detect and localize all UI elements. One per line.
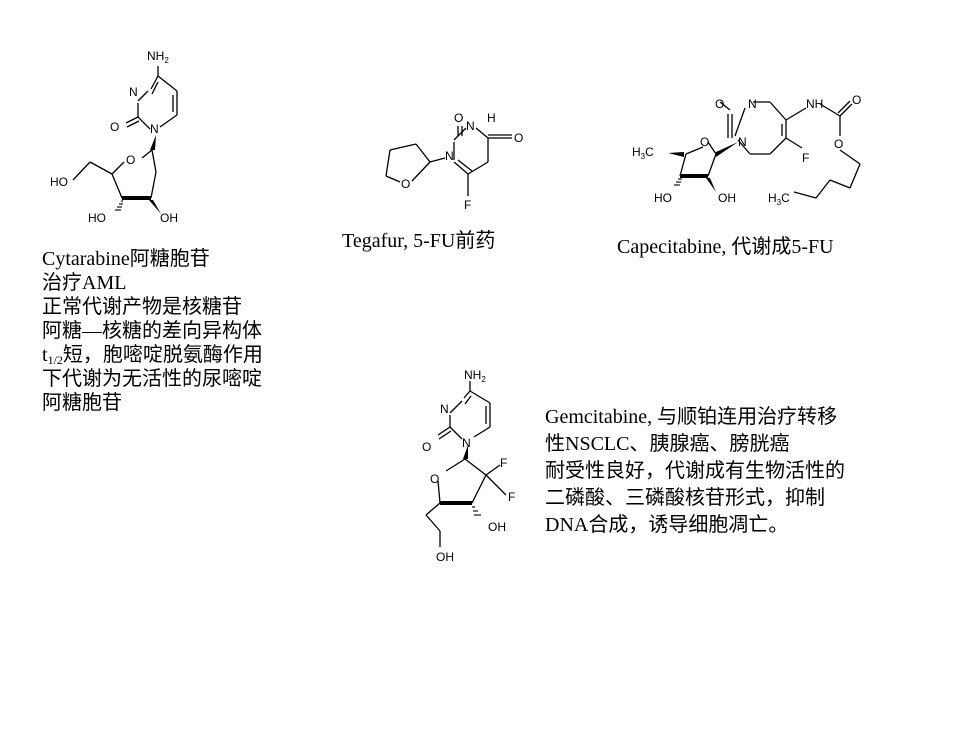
- gemcitabine-f2-label: F: [508, 490, 515, 504]
- cytarabine-caption-line-4: 阿糖—核糖的差向异构体: [42, 320, 262, 342]
- cytarabine-n1-label: N: [150, 122, 159, 136]
- gemcitabine-caption-line-4: 二磷酸、三磷酸核苷形式，抑制: [545, 487, 825, 509]
- cytarabine-caption-line-5: t1/2短，胞嘧啶脱氨酶作用: [42, 344, 263, 367]
- gemcitabine-caption-line-3: 耐受性良好，代谢成有生物活性的: [545, 460, 845, 482]
- capecitabine-ester-o-label: O: [834, 137, 843, 151]
- gemcitabine-drawing: NH2 N O N O F F OH OH: [422, 368, 515, 564]
- capecitabine-caption: Capecitabine, 代谢成5-FU: [617, 236, 834, 258]
- gemcitabine-n1-label: N: [462, 436, 471, 450]
- gemcitabine-nh2-label: NH2: [464, 368, 486, 384]
- gemcitabine-n3-label: N: [440, 402, 449, 416]
- gemcitabine-caption-line-5: DNA合成，诱导细胞凋亡。: [545, 514, 789, 536]
- capecitabine-nh-label: NH: [806, 97, 823, 111]
- capecitabine-structure: O N NH O H3C O N F O HO OH H3C: [620, 80, 880, 220]
- capecitabine-f-label: F: [802, 151, 809, 165]
- tegafur-structure: O H N N O F O: [360, 100, 560, 220]
- capecitabine-n1-label: N: [738, 135, 747, 149]
- capecitabine-h3c-top-label: H3C: [632, 145, 654, 161]
- capecitabine-n3-label: N: [748, 97, 757, 111]
- capecitabine-ho-label: HO: [654, 191, 672, 205]
- cytarabine-nh2-label: NH2: [147, 49, 169, 65]
- tegafur-drawing: O H N N O F O: [385, 111, 523, 212]
- gemcitabine-caption-line-2: 性NSCLC、胰腺癌、膀胱癌: [545, 433, 790, 455]
- cytarabine-caption-line-3: 正常代谢产物是核糖苷: [42, 296, 242, 318]
- cytarabine-ho5-label: HO: [50, 175, 68, 189]
- gemcitabine-o2-label: O: [422, 440, 431, 454]
- cytarabine-caption-line-2: 治疗AML: [42, 272, 127, 294]
- capecitabine-o2-label: O: [715, 97, 724, 111]
- tegafur-thf-o-label: O: [401, 177, 410, 191]
- capecitabine-carbonyl-o-label: O: [852, 93, 861, 107]
- tegafur-caption: Tegafur, 5-FU前药: [342, 230, 496, 252]
- gemcitabine-caption-line-1: Gemcitabine, 与顺铂连用治疗转移: [545, 406, 838, 428]
- cytarabine-caption-line-7: 阿糖胞苷: [42, 392, 122, 414]
- gemcitabine-f1-label: F: [500, 456, 507, 470]
- cytarabine-o2-label: O: [110, 120, 119, 134]
- cytarabine-caption-line-1: Cytarabine阿糖胞苷: [42, 248, 210, 270]
- capecitabine-h3c-bottom-label: H3C: [768, 191, 790, 207]
- capecitabine-ring-o-label: O: [700, 135, 709, 149]
- tegafur-n-nh-label: N: [466, 119, 475, 133]
- tegafur-o-top-label: O: [454, 111, 463, 125]
- cytarabine-caption: Cytarabine阿糖胞苷 治疗AML 正常代谢产物是核糖苷 阿糖—核糖的差向…: [42, 247, 263, 415]
- cytarabine-caption-line-6: 下代谢为无活性的尿嘧啶: [42, 368, 262, 390]
- capecitabine-oh-label: OH: [718, 191, 736, 205]
- cytarabine-ho3-label: HO: [88, 211, 106, 225]
- cytarabine-oh2-label: OH: [160, 211, 178, 225]
- tegafur-f-label: F: [464, 198, 471, 212]
- tegafur-o-right-label: O: [514, 131, 523, 145]
- gemcitabine-structure: NH2 N O N O F F OH OH: [400, 355, 540, 575]
- tegafur-n1-label: N: [445, 149, 454, 163]
- cytarabine-drawing: NH2 N O N O HO HO OH: [50, 49, 178, 225]
- tegafur-h-label: H: [487, 111, 496, 125]
- gemcitabine-ring-o-label: O: [430, 472, 439, 486]
- cytarabine-n3-label: N: [129, 85, 138, 99]
- gemcitabine-caption: Gemcitabine, 与顺铂连用治疗转移 性NSCLC、胰腺癌、膀胱癌 耐受…: [545, 404, 845, 539]
- gemcitabine-oh3-label: OH: [488, 520, 506, 534]
- gemcitabine-oh5-label: OH: [436, 550, 454, 564]
- capecitabine-drawing: O N NH O H3C O N F O HO OH H3C: [632, 93, 861, 207]
- cytarabine-structure: NH2 N O N O HO HO OH: [0, 0, 240, 240]
- cytarabine-ring-o-label: O: [126, 153, 135, 167]
